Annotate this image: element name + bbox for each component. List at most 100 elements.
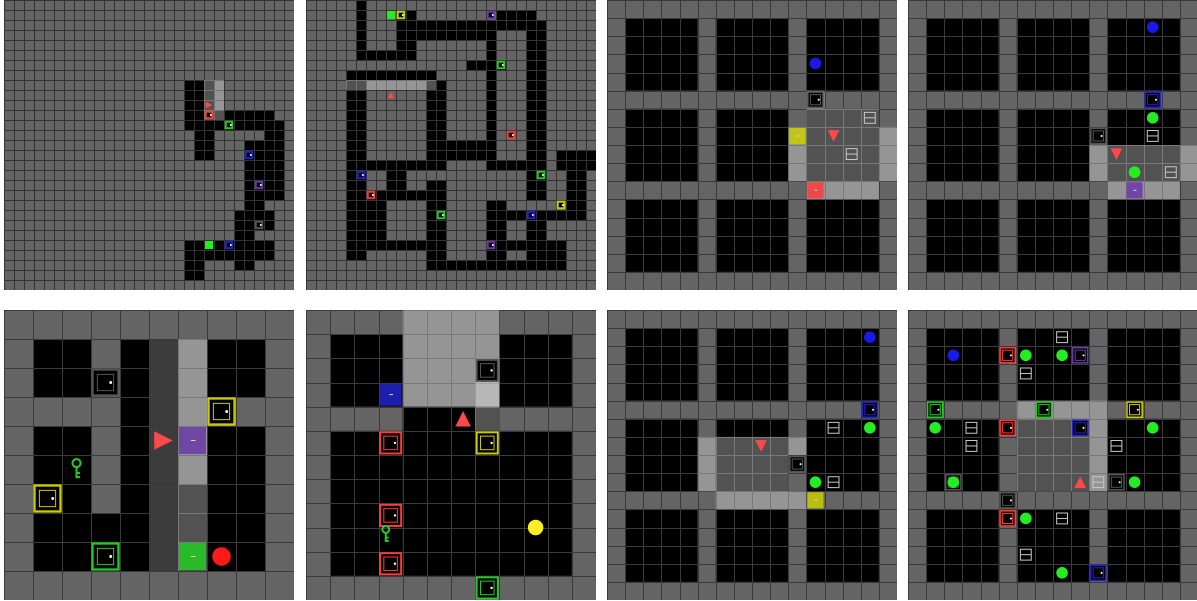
door-knob: [872, 409, 874, 411]
goal-square: [387, 11, 395, 19]
ball-green: [1020, 350, 1032, 362]
door-knob: [1137, 409, 1139, 411]
floor-region: [806, 199, 879, 272]
ball-red: [212, 547, 231, 566]
agent-view-highlight: [806, 109, 879, 182]
door-knob: [1046, 409, 1048, 411]
agent-view-highlight: [1089, 145, 1107, 181]
ball-green: [810, 476, 822, 488]
door-knob: [109, 381, 112, 384]
door-knob: [394, 514, 396, 516]
door-blue: [528, 212, 535, 219]
door-frame: [477, 432, 498, 453]
door-knob: [512, 134, 514, 136]
door-yellow: [477, 432, 498, 453]
door-frame: [380, 505, 401, 526]
door-red: [206, 112, 213, 119]
door-red: [1000, 511, 1015, 526]
door-red: [368, 192, 375, 199]
ball-green: [1129, 166, 1141, 178]
floor-region: [1107, 509, 1180, 582]
door-knob: [800, 463, 802, 465]
door-knob: [1155, 99, 1157, 101]
door-frame: [477, 360, 498, 381]
door-yellow: [1127, 402, 1142, 417]
door-green: [1036, 402, 1051, 417]
door-green: [93, 544, 119, 570]
door-knob: [492, 244, 494, 246]
door-grey: [477, 360, 498, 381]
door-yellow: [398, 12, 405, 19]
door-knob: [492, 14, 494, 16]
door-frame: [35, 486, 61, 512]
door-knob: [394, 563, 396, 565]
door-red: [1000, 420, 1015, 435]
door-purple: [488, 242, 495, 249]
agent-view-highlight: [1180, 145, 1197, 181]
door-knob: [210, 114, 212, 116]
ball-green: [1147, 112, 1159, 124]
ball-green: [929, 422, 941, 434]
agent-view-highlight: [879, 127, 897, 181]
door-red: [380, 553, 401, 574]
panel-grid-rooms-yellow-door: [607, 0, 897, 290]
door-knob: [1010, 499, 1012, 501]
door-knob: [442, 214, 444, 216]
grid-world: [306, 310, 596, 600]
door-purple: [488, 12, 495, 19]
ball-blue: [810, 58, 822, 70]
door-frame: [380, 432, 401, 453]
ball-blue: [1147, 21, 1159, 33]
floor-region: [1107, 199, 1180, 272]
door-red: [508, 132, 515, 139]
floor-region: [499, 431, 572, 504]
panel-grid-rooms-blue-door: [607, 310, 897, 600]
panel-rooms-yellow-ball: [306, 310, 596, 600]
panel-maze-sparse: [4, 0, 294, 290]
door-yellow: [209, 399, 235, 425]
door-frame: [209, 399, 235, 425]
door-grey: [1000, 493, 1015, 508]
floor-region: [806, 509, 879, 582]
door-blue: [1073, 420, 1088, 435]
door-knob: [1082, 354, 1084, 356]
agent-view-highlight: [788, 437, 806, 455]
door-knob: [490, 369, 492, 371]
agent-view-highlight: [716, 491, 807, 509]
ball-green: [1056, 350, 1068, 362]
door-knob: [225, 410, 228, 413]
door-blue: [1145, 92, 1160, 107]
agent-view-highlight: [178, 339, 207, 571]
door-red: [380, 505, 401, 526]
door-frame: [93, 370, 119, 396]
panel-grid-rooms-many-doors: [908, 310, 1197, 600]
door-red: [1000, 348, 1015, 363]
panel-grid-rooms-green-ball: [908, 0, 1197, 290]
panel-maze-multiroom: [306, 0, 596, 290]
ball-yellow: [528, 520, 543, 535]
door-blue: [226, 242, 233, 249]
goal-square: [205, 241, 213, 249]
door-knob: [490, 442, 492, 444]
door-grey: [1109, 475, 1124, 490]
door-knob: [502, 64, 504, 66]
grid-world: [4, 0, 294, 290]
door-blue: [380, 384, 402, 406]
grid-world: [607, 310, 897, 600]
door-yellow: [35, 486, 61, 512]
agent-view-highlight: [1089, 401, 1107, 419]
door-yellow: [558, 202, 565, 209]
door-knob: [562, 204, 564, 206]
door-purple: [179, 427, 206, 454]
door-grey: [1091, 128, 1106, 143]
agent-view-highlight: [716, 437, 789, 491]
door-knob: [394, 442, 396, 444]
ball-blue: [948, 350, 960, 362]
door-knob: [230, 124, 232, 126]
door-knob: [1119, 481, 1121, 483]
floor-region: [499, 503, 572, 576]
door-knob: [51, 497, 54, 500]
floor-region: [346, 70, 436, 80]
door-blue: [358, 172, 365, 179]
panel-rooms-key-and-doors: [4, 310, 294, 600]
